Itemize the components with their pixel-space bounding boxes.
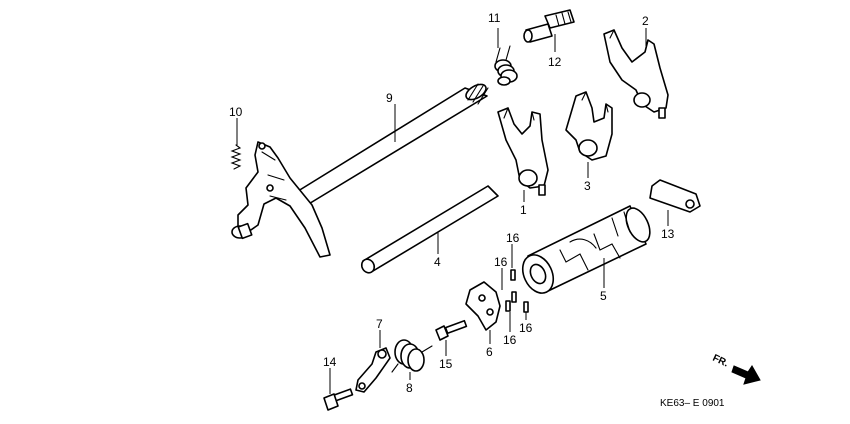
diagram-code: KE63– E 0901	[660, 398, 725, 409]
label-16-bottom: 16	[503, 333, 517, 347]
label-9: 9	[386, 91, 393, 105]
shift-fork-right	[603, 29, 669, 119]
label-16-left: 16	[494, 255, 508, 269]
drum-stopper-plate	[649, 179, 701, 213]
leader-lines	[236, 28, 669, 394]
front-indicator-label: FR.	[711, 353, 730, 370]
label-6: 6	[486, 345, 493, 359]
label-15: 15	[439, 357, 453, 371]
label-8: 8	[406, 381, 413, 395]
label-2: 2	[642, 14, 649, 28]
center-plate-bolt	[435, 319, 468, 341]
label-16-right: 16	[519, 321, 533, 335]
shoulder-bolt	[523, 9, 575, 43]
fork-shaft	[360, 185, 499, 274]
label-12: 12	[548, 55, 562, 69]
shift-fork-left	[565, 91, 613, 161]
label-16-top: 16	[506, 231, 520, 245]
label-7: 7	[376, 317, 383, 331]
front-arrow-icon	[731, 365, 761, 385]
label-13: 13	[661, 227, 675, 241]
shift-drum	[521, 205, 651, 294]
drum-center-plate	[465, 281, 501, 331]
stopper-spring	[494, 45, 518, 86]
label-10: 10	[229, 105, 243, 119]
label-1: 1	[520, 203, 527, 217]
label-5: 5	[600, 289, 607, 303]
label-11: 11	[488, 11, 501, 25]
return-spring	[230, 144, 242, 170]
label-3: 3	[584, 179, 591, 193]
shift-fork-center	[497, 107, 549, 196]
label-14: 14	[323, 355, 337, 369]
label-4: 4	[434, 255, 441, 269]
stopper-arm-bolt	[323, 388, 354, 411]
dowel-pins	[505, 269, 529, 313]
front-direction-indicator: FR.	[711, 353, 761, 385]
gearshift-spindle-arm	[231, 141, 331, 258]
stopper-arm-spring	[391, 339, 433, 373]
shift-shaft	[289, 83, 489, 206]
stopper-arm	[355, 347, 391, 393]
